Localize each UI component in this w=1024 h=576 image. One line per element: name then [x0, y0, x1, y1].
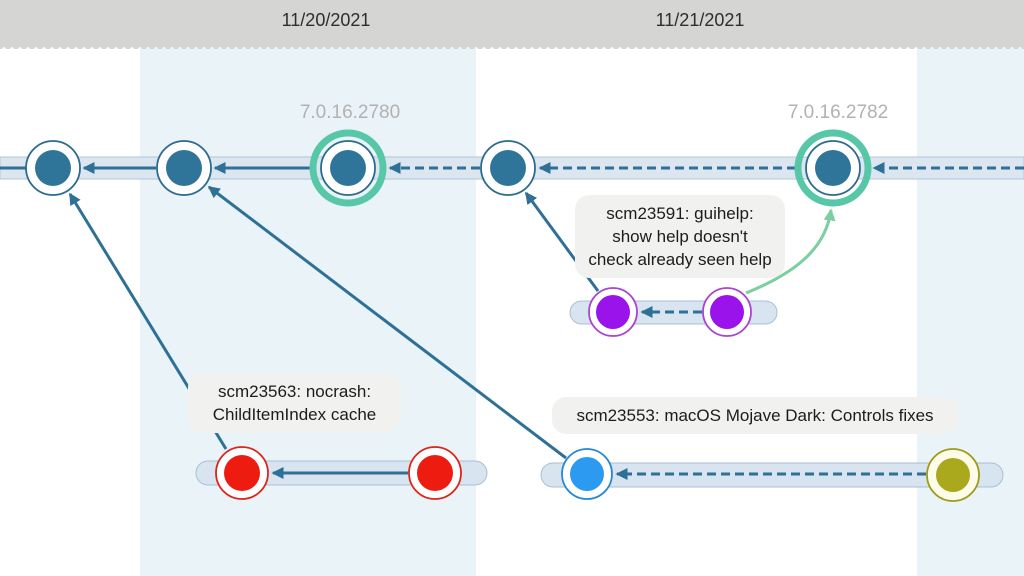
- date-header-label: 11/21/2021: [655, 10, 745, 30]
- node-disc: [166, 150, 202, 186]
- tooltip-line: scm23553: macOS Mojave Dark: Controls fi…: [576, 406, 934, 425]
- tooltip-line: scm23591: guihelp:: [606, 204, 754, 223]
- tooltip-scm23553: scm23553: macOS Mojave Dark: Controls fi…: [552, 397, 958, 434]
- node-disc: [490, 150, 526, 186]
- tooltip-line: check already seen help: [588, 250, 772, 269]
- commit-node-trunk-commit-1[interactable]: [25, 140, 81, 196]
- header-sawtooth-edge: [0, 44, 1024, 49]
- date-header-label: 11/20/2021: [281, 10, 371, 30]
- release-ring: [309, 129, 387, 207]
- node-disc: [936, 458, 970, 492]
- node-disc: [330, 150, 366, 186]
- release-label: 7.0.16.2780: [299, 102, 401, 123]
- tooltip-line: ChildItemIndex cache: [212, 405, 377, 424]
- commit-node-red-commit-1[interactable]: [215, 446, 269, 500]
- commit-node-purple-commit-2[interactable]: [702, 287, 752, 337]
- commit-node-trunk-commit-4[interactable]: [480, 140, 536, 196]
- commit-node-release-7-0-16-2780[interactable]: [309, 129, 387, 207]
- release-ring: [794, 129, 872, 207]
- date-header-bar: 11/20/2021 11/21/2021: [0, 0, 1024, 44]
- commit-node-release-7-0-16-2782[interactable]: [794, 129, 872, 207]
- tooltip-line: scm23563: nocrash:: [217, 382, 372, 401]
- commit-node-red-commit-2[interactable]: [408, 446, 462, 500]
- node-disc: [815, 150, 851, 186]
- edge-promote-purple-to-c5: [745, 208, 836, 295]
- edge-promote-blue-to-c2: [207, 185, 567, 460]
- node-disc: [710, 295, 744, 329]
- tooltip-scm23591: scm23591: guihelp: show help doesn't check…: [575, 195, 785, 278]
- commit-node-trunk-commit-2[interactable]: [156, 140, 212, 196]
- node-disc: [35, 150, 71, 186]
- node-disc: [596, 295, 630, 329]
- node-disc: [224, 455, 260, 491]
- commit-node-yellow-commit-1[interactable]: [926, 448, 980, 502]
- node-disc: [570, 457, 604, 491]
- tooltip-line: show help doesn't: [612, 227, 748, 246]
- node-disc: [417, 455, 453, 491]
- release-label: 7.0.16.2782: [787, 102, 889, 123]
- commit-node-purple-commit-1[interactable]: [588, 287, 638, 337]
- commit-node-blue-commit-1[interactable]: [561, 448, 613, 500]
- tooltip-scm23563: scm23563: nocrash: ChildItemIndex cache: [188, 373, 401, 433]
